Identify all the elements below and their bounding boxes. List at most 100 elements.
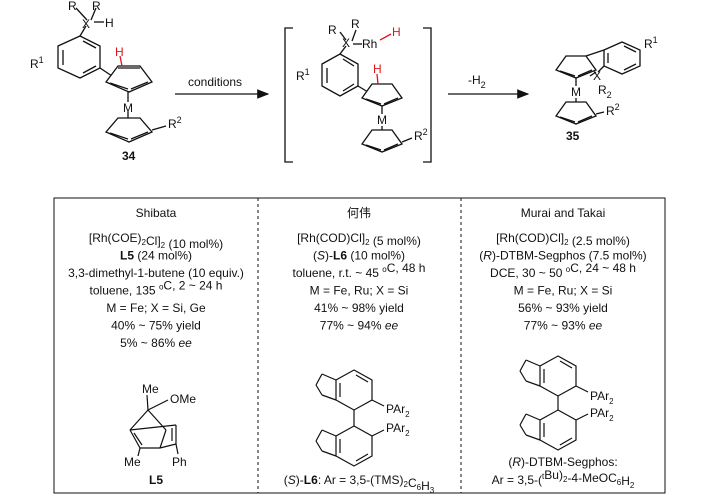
condition-line: M = Fe, Ru; X = Si (514, 284, 613, 298)
condition-line-part: R (483, 249, 492, 263)
ligand-caption-part: C (408, 476, 417, 490)
condition-line: DCE, 30 ~ 50 oC, 24 ~ 48 h (490, 261, 636, 280)
condition-line: 77% ~ 94% ee (320, 319, 399, 333)
svg-text:R: R (68, 0, 77, 13)
condition-line-part: 41% ~ 98% yield (314, 301, 404, 315)
ligand-caption-line2-part: H (621, 474, 630, 488)
condition-line-part: C, 24 ~ 48 h (570, 261, 636, 275)
ligand-L6-labels: PAr2 PAr2 (386, 402, 410, 438)
condition-line: 40% ~ 75% yield (111, 319, 201, 333)
condition-line-part: C, 48 h (387, 261, 426, 275)
condition-line-part: 40% ~ 75% yield (111, 319, 201, 333)
svg-text:H: H (392, 25, 401, 39)
ligand-caption-line2-part: 2 (630, 481, 635, 490)
ligand-caption-part: : Ar = 3,5-(TMS) (318, 473, 404, 487)
column-heading: Murai and Takai (521, 206, 606, 220)
ligand-caption: L5 (149, 473, 163, 487)
condition-line-part: o (159, 283, 164, 292)
ligand-caption: (R)-DTBM-Segphos: (508, 455, 617, 469)
svg-text:35: 35 (566, 129, 580, 143)
svg-text:R1: R1 (296, 67, 310, 83)
svg-text:R: R (328, 23, 337, 37)
conditions-arrow: conditions (175, 75, 270, 99)
ligand-caption-part: )- (296, 473, 304, 487)
condition-line-part: (24 mol%) (134, 249, 192, 263)
column-murai-takai: Murai and Takai[Rh(COD)Cl]2 (2.5 mol%)(R… (479, 206, 646, 490)
intermediate-brackets (284, 27, 432, 163)
svg-text:PAr2: PAr2 (590, 406, 614, 423)
condition-line-part: 77% ~ 94% (320, 319, 385, 333)
condition-line: L5 (24 mol%) (120, 249, 192, 263)
condition-line: M = Fe, Ru; X = Si (310, 284, 409, 298)
starting-material-labels: R R X H R1 H M R2 34 (30, 0, 182, 163)
ligand-caption-part: ( (508, 455, 512, 469)
condition-line: toluene, 135 oC, 2 ~ 24 h (90, 279, 223, 298)
condition-line-part: [Rh(COE) (89, 231, 142, 245)
svg-text:PAr2: PAr2 (386, 402, 410, 419)
condition-line-part: 2 (365, 238, 370, 247)
svg-text:PAr2: PAr2 (590, 389, 614, 406)
condition-line: 77% ~ 93% ee (524, 319, 603, 333)
svg-text:M: M (377, 113, 387, 127)
condition-line-part: o (566, 265, 571, 274)
condition-line: 5% ~ 86% ee (120, 336, 192, 350)
dehydrogenation-arrow: -H2 (448, 73, 530, 99)
ligand-caption-line2-part: Bu) (544, 468, 563, 482)
svg-text:R2: R2 (606, 102, 620, 118)
ligand-caption-part: L5 (149, 473, 163, 487)
condition-line-part: [Rh(COD)Cl] (297, 231, 365, 245)
condition-line-part: 3,3-dimethyl-1-butene (10 equiv.) (68, 266, 244, 280)
ligand-caption-line2-part: 2 (563, 475, 568, 484)
svg-text:R2: R2 (414, 127, 428, 143)
condition-line: (S)-L6 (10 mol%) (313, 249, 405, 263)
condition-line: M = Fe; X = Si, Ge (106, 301, 206, 315)
condition-line: 56% ~ 93% yield (518, 301, 608, 315)
svg-text:OMe: OMe (170, 392, 196, 406)
condition-line: 41% ~ 98% yield (314, 301, 404, 315)
condition-line: [Rh(COE)2Cl]2 (10 mol%) (89, 231, 223, 251)
condition-line-part: ( (479, 249, 483, 263)
condition-line-part: ee (179, 336, 193, 350)
condition-line-part: ee (589, 319, 603, 333)
intermediate-labels: R R X Rh H R1 H M R2 (296, 17, 428, 143)
ligand-caption-line2-part: -4-MeOC (567, 471, 617, 485)
ligand-caption-part: H (421, 479, 430, 493)
condition-line-part: Cl] (146, 234, 161, 248)
condition-line-part: )- (325, 249, 333, 263)
condition-line-part: )-DTBM-Segphos (7.5 mol%) (492, 249, 647, 263)
ligand-caption-line2: Ar = 3,5-(tBu)2-4-MeOC6H2 (492, 468, 635, 490)
ligand-segphos-labels: PAr2 PAr2 (590, 389, 614, 423)
svg-text:Me: Me (142, 382, 159, 396)
ligand-caption-part: )-DTBM-Segphos: (521, 455, 618, 469)
svg-text:R2: R2 (598, 83, 612, 100)
svg-text:Ph: Ph (172, 455, 187, 469)
condition-line-part: S (317, 249, 325, 263)
column-he-wei: 何伟 [Rh(COD)Cl]2 (5 mol%)(S)-L6 (10 mol%) t… (284, 206, 435, 495)
conditions-table: Shibata[Rh(COE)2Cl]2 (10 mol%)L5 (24 mol… (53, 197, 666, 495)
condition-line-part: ee (385, 319, 399, 333)
product-labels: R1 X R2 M R2 35 (566, 35, 658, 143)
condition-line-part: L6 (333, 249, 347, 263)
svg-text:R2: R2 (168, 115, 182, 131)
ligand-caption-part: L6 (304, 473, 318, 487)
condition-line-part: M = Fe, Ru; X = Si (310, 284, 409, 298)
ligand-caption-part: ( (284, 473, 288, 487)
column-heading: 何伟 (347, 206, 371, 220)
svg-text:PAr2: PAr2 (386, 421, 410, 438)
condition-line-part: toluene, r.t. ~ 45 (293, 266, 383, 280)
ligand-caption-part: 3 (430, 486, 435, 495)
condition-line-part: ( (313, 249, 317, 263)
condition-line: [Rh(COD)Cl]2 (5 mol%) (297, 231, 421, 248)
condition-line-part: (10 mol%) (165, 237, 223, 251)
column-shibata: Shibata[Rh(COE)2Cl]2 (10 mol%)L5 (24 mol… (68, 206, 244, 487)
condition-line-part: 2 (564, 238, 569, 247)
column-heading: Shibata (136, 206, 177, 220)
rh-hydride-intermediate (321, 29, 413, 153)
svg-text:M: M (571, 85, 581, 99)
starting-material-34 (57, 7, 167, 143)
condition-line-part: DCE, 30 ~ 50 (490, 266, 566, 280)
ligand-caption-line2-part: 6 (617, 478, 622, 487)
svg-text:X: X (342, 36, 350, 50)
ligand-caption-part: R (512, 455, 521, 469)
condition-line-part: 2 (142, 238, 147, 247)
